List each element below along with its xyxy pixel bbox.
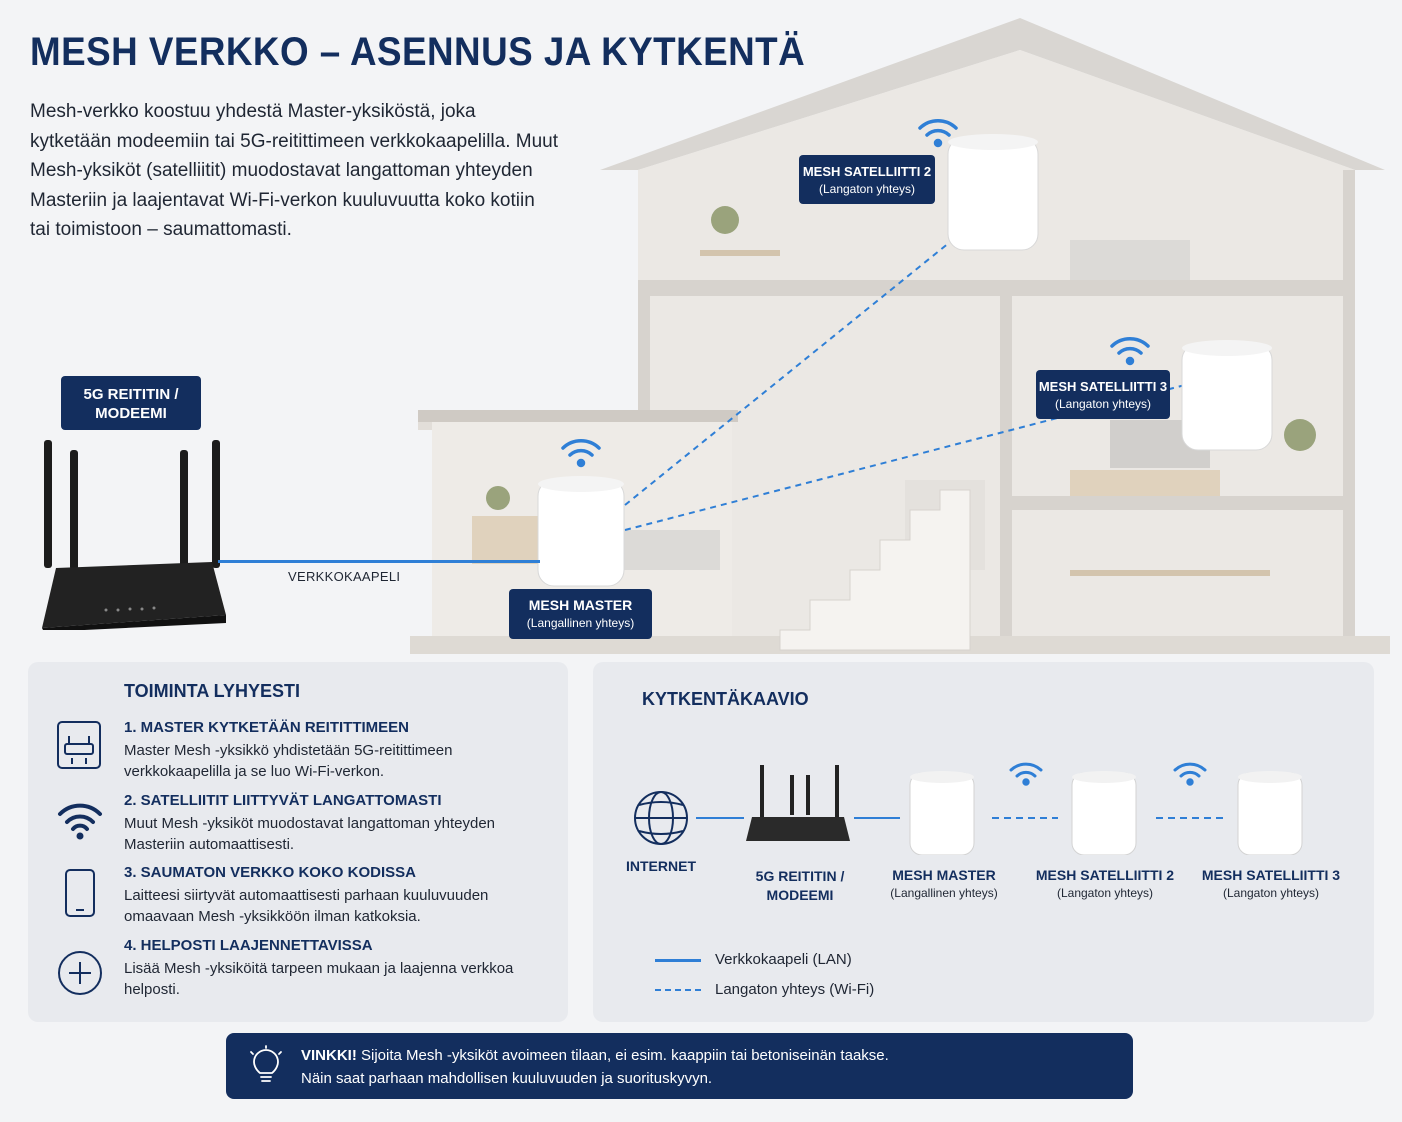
- step-4-text: Lisää Mesh -yksiköitä tarpeen mukaan ja …: [124, 960, 514, 998]
- globe-icon: [634, 791, 688, 845]
- node-router-name: 5G REITITIN / MODEEMI: [755, 868, 845, 903]
- cable-label: VERKKOKAAPELI: [288, 569, 401, 584]
- node-sat3-sub: (Langaton yhteys): [1222, 886, 1320, 900]
- tip-banner: VINKKI! Sijoita Mesh -yksiköt avoimeen t…: [226, 1033, 1133, 1099]
- tip-line1: Sijoita Mesh -yksiköt avoimeen tilaan, e…: [361, 1047, 889, 1064]
- master-label: MESH MASTER (Langallinen yhteys): [509, 589, 652, 639]
- intro-text: Mesh-verkko koostuu yhdestä Master-yksik…: [30, 101, 559, 240]
- node-sat2: MESH SATELLIITTI 2 (Langaton yhteys): [1030, 867, 1180, 900]
- step-1: 1. MASTER KYTKETÄÄN REITITTIMEEN Master …: [124, 719, 544, 782]
- node-master: MESH MASTER (Langallinen yhteys): [874, 867, 1014, 900]
- legend-dashed-line: [655, 989, 701, 992]
- step-2: 2. SATELLIITIT LIITTYVÄT LANGATTOMASTI M…: [124, 792, 544, 855]
- plant-icon: [1284, 419, 1316, 451]
- wifi-link-sat3: [624, 384, 1186, 531]
- node-master-name: MESH MASTER: [892, 867, 996, 883]
- tip-text: VINKKI! Sijoita Mesh -yksiköt avoimeen t…: [301, 1045, 889, 1090]
- step-3-title: 3. SAUMATON VERKKO KOKO KODISSA: [124, 864, 416, 881]
- wifi-icon: [1009, 762, 1043, 786]
- wifi-icon: [58, 803, 102, 840]
- floor-slab-upper: [638, 280, 1355, 296]
- node-sat3-name: MESH SATELLIITTI 3: [1201, 867, 1341, 883]
- roof: [600, 18, 1385, 170]
- dresser: [472, 516, 538, 564]
- summary-panel: [28, 662, 568, 1022]
- sat2-label: MESH SATELLIITTI 2 (Langaton yhteys): [799, 155, 935, 204]
- smartphone-icon: [65, 869, 95, 917]
- legend-lan: Verkkokaapeli (LAN): [655, 951, 852, 968]
- node-sat2-sub: (Langaton yhteys): [1056, 886, 1154, 900]
- step-2-title: 2. SATELLIITIT LIITTYVÄT LANGATTOMASTI: [124, 792, 442, 809]
- diagram-title: KYTKENTÄKAAVIO: [642, 689, 809, 709]
- legend-wifi-label: Langaton yhteys (Wi-Fi): [715, 981, 875, 998]
- node-router: 5G REITITIN / MODEEMI: [745, 867, 855, 905]
- mesh-master-icon: [909, 771, 975, 855]
- router-label: 5G REITITIN / MODEEMI: [61, 376, 201, 430]
- node-sat3: MESH SATELLIITTI 3 (Langaton yhteys): [1196, 867, 1346, 900]
- step-3-text: Laitteesi siirtyvät automaattisesti parh…: [124, 887, 489, 925]
- wall-right: [1343, 170, 1355, 650]
- desk: [700, 250, 780, 256]
- legend-wifi: Langaton yhteys (Wi-Fi): [655, 981, 874, 998]
- master-label-sub: (Langallinen yhteys): [526, 616, 635, 630]
- router-icon: [57, 721, 101, 769]
- node-internet-name: INTERNET: [626, 858, 696, 874]
- network-cable: [218, 560, 540, 563]
- lightbulb-icon: [250, 1045, 282, 1082]
- sat3-label-sub: (Langaton yhteys): [1054, 397, 1152, 411]
- master-label-name: MESH MASTER: [528, 597, 633, 613]
- mesh-satellite-2-unit: [947, 134, 1039, 251]
- mesh-satellite-3-icon: [1237, 771, 1303, 855]
- sat2-label-name: MESH SATELLIITTI 2: [802, 164, 932, 179]
- dining-table: [1070, 570, 1270, 576]
- plant-icon: [486, 486, 510, 510]
- router-label-line2: MODEEMI: [95, 405, 167, 422]
- wifi-link-sat2: [624, 237, 956, 506]
- tip-line2: Näin saat parhaan mahdollisen kuuluvuude…: [301, 1069, 713, 1087]
- wifi-icon: [561, 439, 601, 468]
- floor-slab-mid: [1000, 496, 1355, 510]
- step-1-text: Master Mesh -yksikkö yhdistetään 5G-reit…: [124, 742, 453, 780]
- summary-title: TOIMINTA LYHYESTI: [124, 681, 301, 701]
- house-illustration: [410, 18, 1390, 654]
- bench: [1070, 240, 1190, 280]
- mesh-satellite-3-unit: [1181, 340, 1273, 451]
- mesh-satellite-2-icon: [1071, 771, 1137, 855]
- tip-bold: VINKKI!: [301, 1047, 357, 1064]
- step-4-title: 4. HELPOSTI LAAJENNETTAVISSA: [124, 937, 373, 954]
- connection-diagram: [634, 762, 1303, 855]
- wifi-icon: [918, 119, 958, 148]
- annex-roof: [418, 410, 738, 422]
- sat2-label-sub: (Langaton yhteys): [818, 182, 916, 196]
- router-illustration: [42, 440, 226, 630]
- mesh-master-unit: [537, 476, 625, 587]
- node-internet: INTERNET: [611, 858, 711, 874]
- router-icon: [746, 765, 850, 841]
- wifi-icon: [1173, 762, 1207, 786]
- stairs: [779, 489, 971, 651]
- legend-lan-label: Verkkokaapeli (LAN): [715, 951, 852, 968]
- step-3: 3. SAUMATON VERKKO KOKO KODISSA Laittees…: [124, 864, 544, 927]
- legend-solid-line: [655, 958, 701, 962]
- wifi-icon: [1110, 337, 1150, 366]
- step-2-text: Muut Mesh -yksiköt muodostavat langattom…: [124, 815, 496, 853]
- sat3-label-name: MESH SATELLIITTI 3: [1038, 379, 1168, 394]
- plus-circle-icon: [58, 951, 102, 995]
- step-4: 4. HELPOSTI LAAJENNETTAVISSA Lisää Mesh …: [124, 937, 544, 1000]
- page-title: MESH VERKKO – ASENNUS JA KYTKENTÄ: [30, 30, 806, 74]
- node-sat2-name: MESH SATELLIITTI 2: [1035, 867, 1175, 883]
- sat3-label: MESH SATELLIITTI 3 (Langaton yhteys): [1036, 370, 1170, 419]
- router-label-line1: 5G REITITIN /: [83, 386, 179, 403]
- wall-mid: [1000, 296, 1012, 650]
- node-master-sub: (Langallinen yhteys): [890, 886, 998, 900]
- plant-icon: [711, 206, 739, 234]
- step-1-title: 1. MASTER KYTKETÄÄN REITITTIMEEN: [124, 719, 410, 736]
- tv-stand: [1070, 470, 1220, 496]
